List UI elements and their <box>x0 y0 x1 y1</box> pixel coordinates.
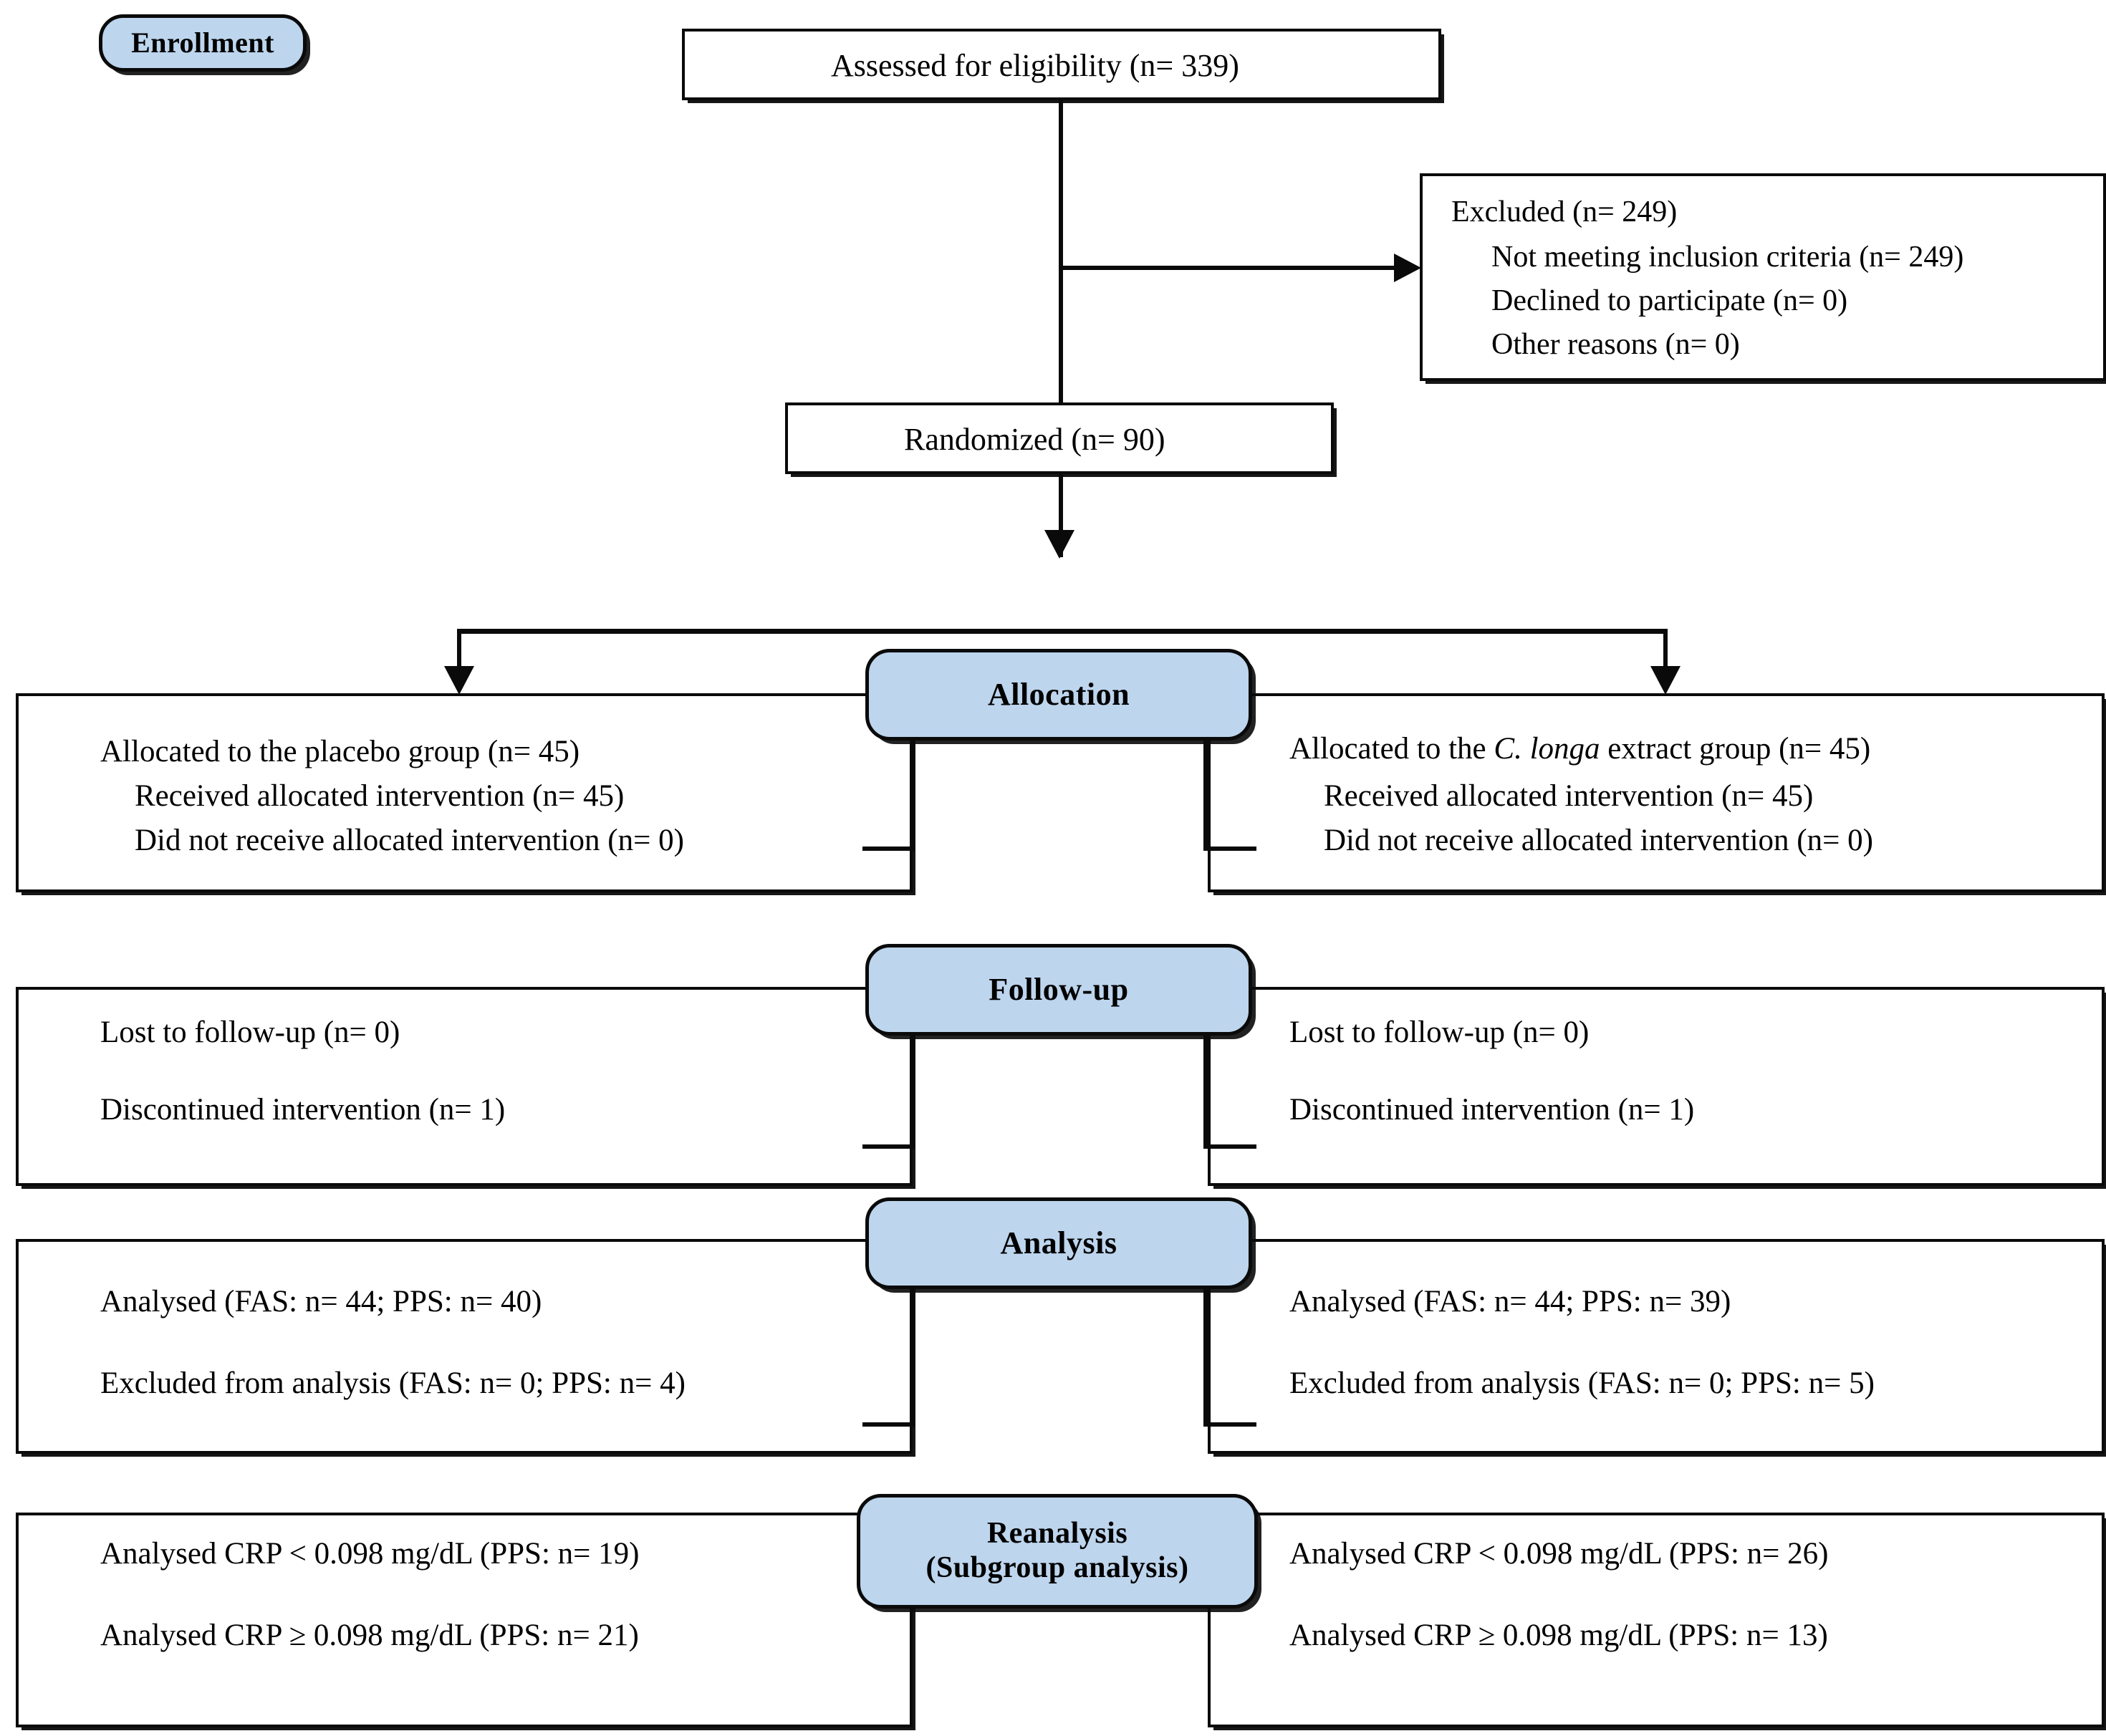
node-excluded-reason-2: Other reasons (n= 0) <box>1491 328 1740 361</box>
node-reanalysis-right-item-0: Analysed CRP < 0.098 mg/dL (PPS: n= 26) <box>1289 1537 1829 1571</box>
node-excluded <box>1420 173 2106 381</box>
connector-followup-left-down <box>910 1036 915 1144</box>
node-allocation-right-item-1: Did not receive allocated intervention (… <box>1324 824 1873 857</box>
node-allocation-right-heading: Allocated to the C. longa extract group … <box>1289 733 1870 764</box>
stage-label-reanalysis: Reanalysis (Subgroup analysis) <box>857 1494 1258 1609</box>
connector-split-bar <box>457 629 1668 634</box>
connector-analysis-right-down <box>1203 1289 1208 1422</box>
connector-followup-left-in <box>862 1144 915 1149</box>
stage-label-reanalysis-text: Reanalysis (Subgroup analysis) <box>925 1517 1189 1584</box>
node-excluded-reason-0: Not meeting inclusion criteria (n= 249) <box>1491 241 1964 274</box>
stage-label-followup-text: Follow-up <box>989 971 1129 1007</box>
connector-randomized-down <box>1059 474 1063 557</box>
allocation-right-heading-italic: C. longa <box>1494 732 1600 766</box>
node-followup-right-item-1: Discontinued intervention (n= 1) <box>1289 1093 1695 1127</box>
node-followup-left-item-0: Lost to follow-up (n= 0) <box>100 1016 400 1049</box>
connector-allocation-left-in <box>862 847 915 851</box>
stage-label-followup: Follow-up <box>865 944 1252 1036</box>
node-analysis-right <box>1208 1239 2105 1454</box>
connector-analysis-left-in <box>862 1422 915 1427</box>
stage-label-allocation: Allocation <box>865 649 1252 741</box>
arrow-randomized-down-icon <box>1044 530 1074 559</box>
connector-split-left-descender <box>457 629 461 685</box>
node-reanalysis-left-item-1: Analysed CRP ≥ 0.098 mg/dL (PPS: n= 21) <box>100 1619 639 1652</box>
connector-allocation-left-down <box>910 741 915 847</box>
stage-label-enrollment-text: Enrollment <box>131 26 274 59</box>
node-analysis-left <box>16 1239 913 1454</box>
connector-split-right-descender <box>1663 629 1668 685</box>
node-followup-left <box>16 987 913 1186</box>
stage-label-analysis-text: Analysis <box>1000 1225 1117 1260</box>
node-allocation-right <box>1208 693 2105 892</box>
node-reanalysis-right <box>1208 1513 2105 1727</box>
connector-allocation-right-in <box>1203 847 1256 851</box>
connector-analysis-right-in <box>1203 1422 1256 1427</box>
node-analysis-right-item-0: Analysed (FAS: n= 44; PPS: n= 39) <box>1289 1285 1731 1318</box>
node-followup-right <box>1208 987 2105 1186</box>
node-analysis-left-item-0: Analysed (FAS: n= 44; PPS: n= 40) <box>100 1285 542 1318</box>
stage-label-allocation-text: Allocation <box>987 676 1130 712</box>
node-followup-left-item-1: Discontinued intervention (n= 1) <box>100 1093 506 1127</box>
node-followup-right-item-0: Lost to follow-up (n= 0) <box>1289 1016 1590 1049</box>
node-allocation-left-heading: Allocated to the placebo group (n= 45) <box>100 735 580 768</box>
allocation-right-heading-pre: Allocated to the <box>1289 732 1494 766</box>
connector-allocation-right-down <box>1203 741 1208 847</box>
node-assessed-for-eligibility-text: Assessed for eligibility (n= 339) <box>831 48 1239 83</box>
node-reanalysis-right-item-1: Analysed CRP ≥ 0.098 mg/dL (PPS: n= 13) <box>1289 1619 1828 1652</box>
stage-label-analysis: Analysis <box>865 1197 1252 1289</box>
node-allocation-left-item-1: Did not receive allocated intervention (… <box>135 824 684 857</box>
arrow-split-left-icon <box>444 666 474 695</box>
node-excluded-title: Excluded (n= 249) <box>1451 196 1678 228</box>
node-allocation-left-item-0: Received allocated intervention (n= 45) <box>135 779 625 813</box>
node-analysis-left-item-1: Excluded from analysis (FAS: n= 0; PPS: … <box>100 1366 686 1400</box>
node-assessed-for-eligibility <box>682 29 1441 100</box>
connector-assessed-to-randomized <box>1059 100 1063 413</box>
connector-assessed-to-excluded <box>1059 266 1401 270</box>
connector-followup-right-in <box>1203 1144 1256 1149</box>
node-randomized <box>785 402 1334 474</box>
arrow-split-right-icon <box>1650 666 1681 695</box>
stage-label-enrollment: Enrollment <box>99 14 307 72</box>
node-randomized-text: Randomized (n= 90) <box>904 422 1165 457</box>
node-excluded-reason-1: Declined to participate (n= 0) <box>1491 284 1848 317</box>
node-allocation-right-item-0: Received allocated intervention (n= 45) <box>1324 779 1814 813</box>
connector-analysis-left-down <box>910 1289 915 1422</box>
connector-followup-right-down <box>1203 1036 1208 1144</box>
node-analysis-right-item-1: Excluded from analysis (FAS: n= 0; PPS: … <box>1289 1366 1875 1400</box>
node-reanalysis-left <box>16 1513 913 1727</box>
node-reanalysis-left-item-0: Analysed CRP < 0.098 mg/dL (PPS: n= 19) <box>100 1537 640 1571</box>
allocation-right-heading-post: extract group (n= 45) <box>1600 732 1871 766</box>
arrow-to-excluded-icon <box>1394 254 1421 282</box>
